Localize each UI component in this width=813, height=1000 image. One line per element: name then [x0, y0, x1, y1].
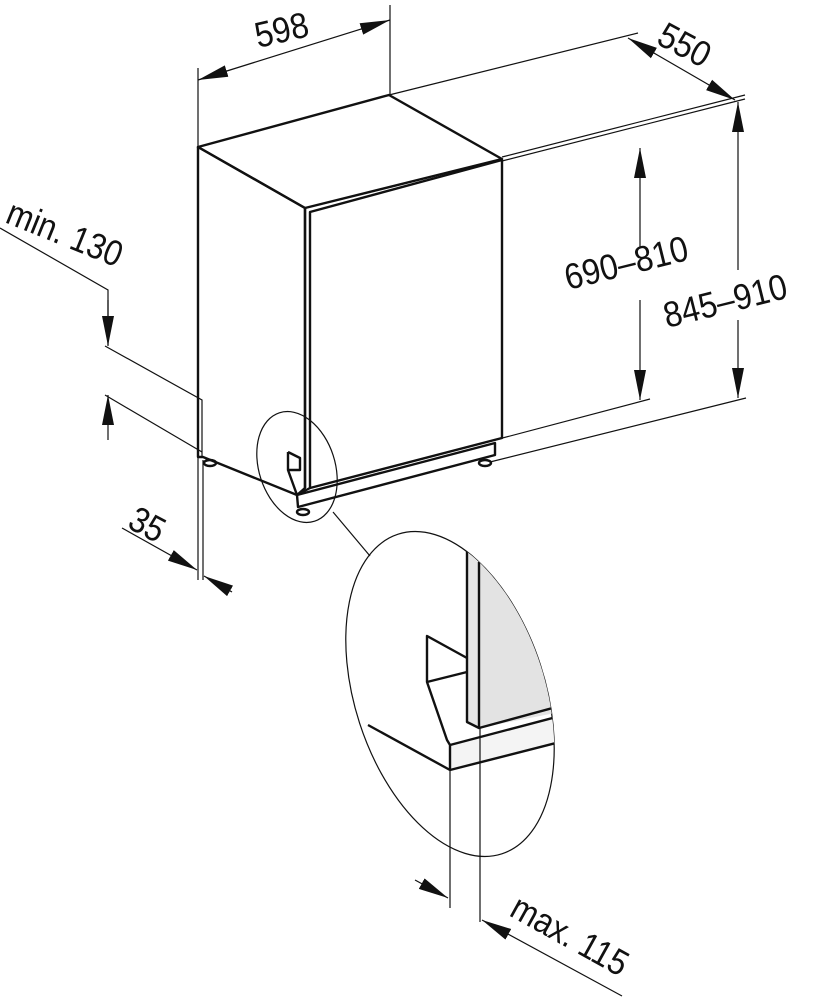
width-label: 598: [251, 5, 313, 56]
detail-marker-circle: [256, 410, 338, 524]
plinth: [295, 441, 497, 509]
plinth-height-label: min. 130: [1, 192, 129, 275]
door-height-label: 690–810: [560, 229, 692, 298]
height-dimensions: 690–810 845–910: [489, 94, 791, 463]
detail-enlargement: [345, 530, 561, 922]
depth-label: 550: [651, 15, 717, 76]
foot: [202, 458, 218, 468]
niche-height-label: 845–910: [659, 267, 791, 336]
width-dimension: 598: [197, 5, 391, 147]
plinth-depth-label: 35: [122, 499, 172, 551]
door-panel: [308, 158, 504, 490]
door-overhang-dimension: max. 115: [414, 878, 635, 997]
plinth-height-dimension: min. 130: [0, 192, 204, 580]
top-face: [196, 93, 504, 210]
plinth-depth-dimension: 35: [121, 499, 234, 597]
door-overhang-label: max. 115: [504, 887, 635, 984]
appliance-body: [196, 93, 504, 557]
foot: [295, 507, 311, 517]
side-face: [196, 145, 307, 497]
depth-dimension: 550: [388, 15, 736, 101]
foot: [477, 458, 493, 468]
